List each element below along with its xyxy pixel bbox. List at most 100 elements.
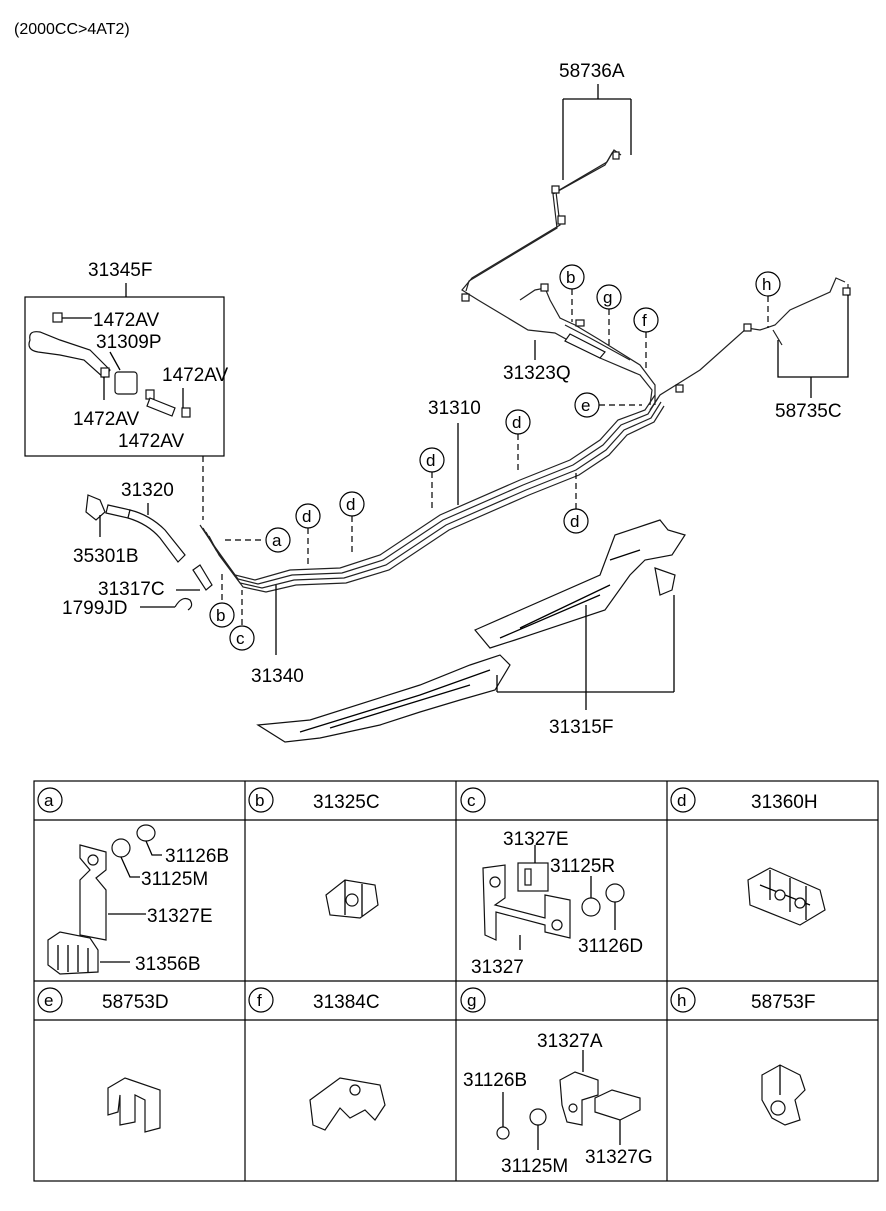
label-31345F: 31345F: [88, 260, 152, 281]
svg-text:a: a: [272, 531, 282, 550]
callout-circle-b-left[interactable]: b: [209, 570, 235, 628]
label-31315F: 31315F: [549, 717, 613, 738]
label-58736A: 58736A: [559, 61, 625, 82]
callout-58735C[interactable]: 58735C: [775, 295, 849, 422]
part-58753F: 58753F: [751, 992, 815, 1013]
label-31309P: 31309P: [96, 332, 162, 353]
cell-g-31327A: 31327A: [537, 1031, 603, 1052]
callout-58736A[interactable]: 58736A: [559, 61, 632, 180]
cell-a-31126B: 31126B: [165, 846, 229, 867]
cell-h-clip: [761, 1064, 806, 1126]
fuel-filter-assembly: 1472AV 31309P 1472AV 1472AV 1472AV: [28, 310, 229, 520]
svg-text:d: d: [346, 495, 355, 514]
cell-a-parts: 31126B 31125M 31327E 31356B: [47, 824, 229, 975]
label-1472AV-3: 1472AV: [73, 409, 140, 430]
svg-text:b: b: [255, 791, 264, 810]
label-35301B: 35301B: [73, 546, 139, 567]
cell-g-31327G: 31327G: [585, 1147, 653, 1168]
label-1472AV-4: 1472AV: [118, 431, 185, 452]
svg-text:d: d: [512, 413, 521, 432]
callout-31310[interactable]: 31310: [428, 398, 481, 505]
table-header-b: b 31325C: [248, 787, 380, 813]
callout-31323Q[interactable]: 31323Q: [503, 340, 571, 384]
clip-31317C: [192, 564, 213, 591]
callout-circle-d-3[interactable]: d: [419, 447, 445, 510]
svg-text:f: f: [642, 311, 647, 330]
table-header-h: h 58753F: [670, 987, 815, 1013]
table-header-g: g: [460, 987, 486, 1013]
cell-g-31125M: 31125M: [501, 1156, 568, 1177]
callout-circle-d-2[interactable]: d: [339, 491, 365, 555]
table-header-f: f 31384C: [248, 987, 380, 1013]
svg-text:a: a: [44, 791, 54, 810]
svg-text:g: g: [467, 991, 476, 1010]
callout-circle-d-4[interactable]: d: [505, 409, 531, 470]
svg-text:b: b: [566, 268, 575, 287]
label-31340: 31340: [251, 666, 304, 687]
table-header-d: d 31360H: [670, 787, 818, 813]
svg-text:d: d: [570, 512, 579, 531]
callout-circle-d-5[interactable]: d: [563, 470, 589, 534]
callout-circle-d-1[interactable]: d: [295, 503, 321, 568]
svg-text:h: h: [677, 991, 686, 1010]
callout-31317C[interactable]: 31317C: [98, 579, 200, 600]
cell-a-31125M: 31125M: [141, 869, 208, 890]
fuel-tube-right: [649, 277, 851, 411]
svg-text:h: h: [762, 275, 771, 294]
callout-31340[interactable]: 31340: [251, 585, 304, 687]
callout-circle-f[interactable]: f: [633, 307, 659, 368]
cell-d-clip: [747, 867, 826, 926]
svg-text:c: c: [467, 791, 476, 810]
callout-circle-g[interactable]: g: [596, 284, 622, 345]
callout-31315F[interactable]: 31315F: [496, 595, 675, 738]
svg-text:d: d: [426, 451, 435, 470]
label-1472AV-2: 1472AV: [162, 365, 229, 386]
svg-text:c: c: [236, 629, 245, 648]
part-31325C: 31325C: [313, 792, 380, 813]
cell-e-clip: [107, 1077, 161, 1133]
cell-c-31125R: 31125R: [550, 856, 615, 877]
main-fuel-tubes: [199, 394, 665, 593]
label-31317C: 31317C: [98, 579, 165, 600]
label-31320: 31320: [121, 480, 174, 501]
cell-a-31356B: 31356B: [135, 954, 201, 975]
table-header-a: a: [37, 787, 63, 813]
callout-circle-h[interactable]: h: [755, 271, 781, 328]
filler-hose: [85, 494, 186, 563]
svg-text:d: d: [302, 507, 311, 526]
callout-31345F[interactable]: 31345F: [24, 260, 225, 457]
callout-1799JD[interactable]: 1799JD: [62, 597, 193, 619]
cell-a-31327E: 31327E: [147, 906, 213, 927]
label-1472AV-1: 1472AV: [93, 310, 160, 331]
callout-circle-e[interactable]: e: [574, 392, 642, 418]
frame-rail-lower: [256, 654, 511, 743]
cell-c-31327: 31327: [471, 957, 524, 978]
cell-c-31126D: 31126D: [578, 936, 643, 957]
cell-g-parts: 31327A 31126B 31125M 31327G: [463, 1031, 653, 1177]
cell-c-31327E: 31327E: [503, 829, 569, 850]
cell-b-clip: [325, 879, 379, 919]
label-1799JD: 1799JD: [62, 598, 128, 619]
part-58753D: 58753D: [102, 992, 169, 1013]
model-note: (2000CC>4AT2): [14, 21, 130, 38]
part-31384C: 31384C: [313, 992, 380, 1013]
parts-table: [33, 780, 879, 1182]
callout-circle-b-top[interactable]: b: [559, 264, 585, 322]
svg-text:f: f: [257, 991, 262, 1010]
fuel-tube-upper: [461, 149, 656, 406]
part-31360H: 31360H: [751, 792, 818, 813]
callout-circle-a[interactable]: a: [225, 527, 291, 553]
svg-text:e: e: [581, 396, 590, 415]
callout-31320[interactable]: 31320: [121, 480, 174, 515]
label-31310: 31310: [428, 398, 481, 419]
callout-circle-c[interactable]: c: [229, 590, 255, 651]
table-header-e: e 58753D: [37, 987, 169, 1013]
cell-f-clip: [309, 1077, 386, 1131]
svg-text:b: b: [216, 606, 225, 625]
svg-text:g: g: [603, 288, 612, 307]
svg-text:e: e: [44, 991, 53, 1010]
label-31323Q: 31323Q: [503, 363, 571, 384]
table-header-c: c: [460, 787, 486, 813]
cell-g-31126B: 31126B: [463, 1070, 527, 1091]
